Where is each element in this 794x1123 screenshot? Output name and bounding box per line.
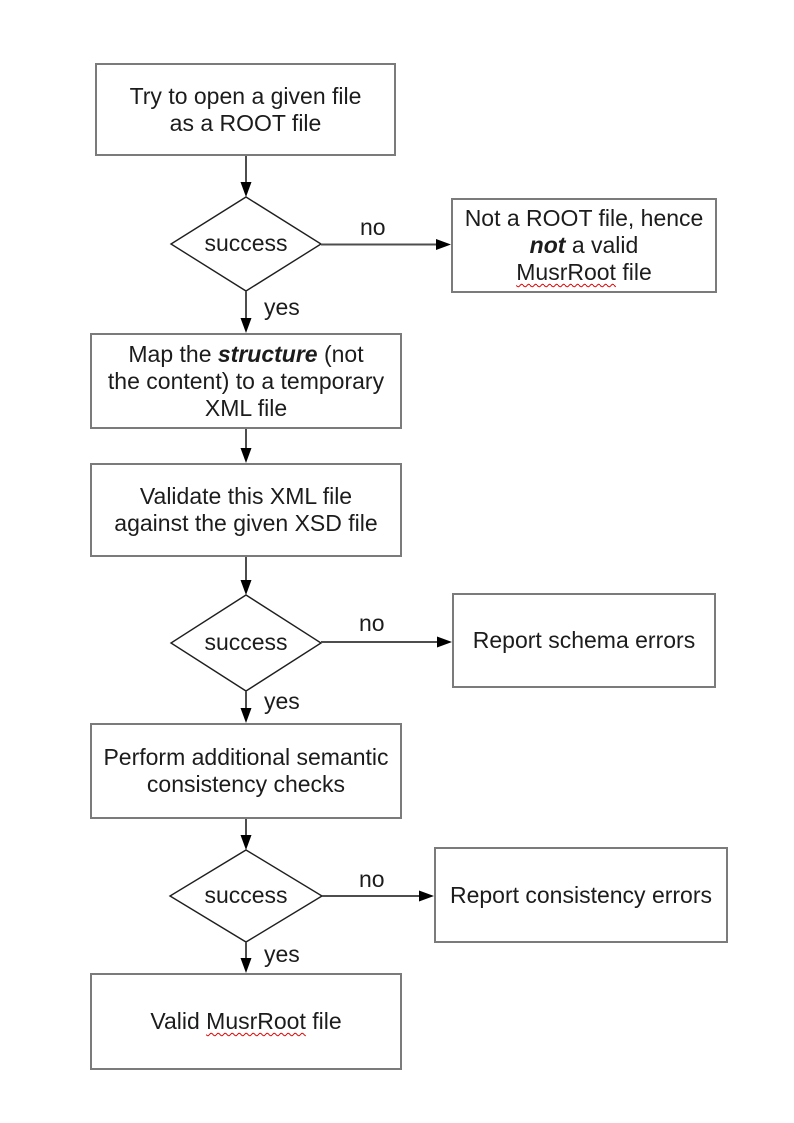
arrow-decision3-yes-head (240, 958, 252, 973)
node-not-root-line1: Not a ROOT file, hence (464, 205, 704, 231)
musrroot-word-2: MusrRoot (206, 1008, 306, 1034)
node-open-file: Try to open a given file as a ROOT file (95, 63, 396, 156)
structure-emphasis: structure (217, 340, 318, 367)
decision2-no-label: no (359, 610, 385, 636)
node-semantic-line2: consistency checks (146, 771, 346, 797)
decision2-label: success (204, 629, 288, 655)
arrow-validate-to-decision2-head (240, 580, 252, 595)
arrow-decision1-no-head (436, 239, 451, 250)
node-validate-line1: Validate this XML file (139, 483, 353, 509)
node-map-line2: the content) to a temporary (107, 367, 385, 394)
not-emphasis: not (529, 232, 566, 258)
node-report-consistency-label: Report consistency errors (449, 881, 713, 908)
node-map-structure: Map the structure (not the content) to a… (90, 333, 402, 429)
node-map-line1-pre: Map the (128, 340, 218, 367)
node-not-root-line3-rest: file (615, 259, 652, 285)
decision3-label: success (204, 882, 288, 908)
node-semantic-checks: Perform additional semantic consistency … (90, 723, 402, 819)
node-report-consistency-errors: Report consistency errors (434, 847, 728, 943)
arrow-decision3-no-head (419, 890, 434, 902)
node-validate-xml: Validate this XML file against the given… (90, 463, 402, 557)
arrow-decision1-yes-head (240, 318, 252, 333)
node-report-schema-errors: Report schema errors (452, 593, 716, 688)
node-valid-post: file (305, 1008, 342, 1034)
decision1-label: success (204, 230, 288, 256)
node-report-schema-label: Report schema errors (472, 627, 696, 653)
node-validate-line2: against the given XSD file (114, 510, 378, 536)
node-valid-pre: Valid (150, 1008, 207, 1034)
decision3-no-label: no (359, 866, 385, 892)
decision1-no-label: no (360, 214, 386, 240)
node-open-file-line1: Try to open a given file (129, 82, 362, 109)
arrow-open-to-decision1-head (240, 182, 252, 197)
node-map-line1-post: (not (317, 340, 364, 367)
arrow-decision2-yes-head (240, 708, 252, 723)
decision1-yes-label: yes (264, 294, 300, 320)
decision2-yes-label: yes (264, 688, 300, 714)
node-not-root-line2-rest: a valid (565, 232, 639, 258)
node-map-line1: Map the structure (not (128, 341, 363, 368)
arrow-map-to-validate-head (240, 448, 252, 463)
node-semantic-line1: Perform additional semantic (103, 744, 389, 770)
node-map-line3: XML file (204, 394, 288, 421)
node-valid-musrroot-file: Valid MusrRoot file (90, 973, 402, 1070)
node-open-file-line2: as a ROOT file (169, 109, 322, 136)
musrroot-word: MusrRoot (516, 259, 616, 285)
node-valid-label: Valid MusrRoot file (150, 1008, 341, 1035)
decision3-yes-label: yes (264, 941, 300, 967)
node-not-root-line3: MusrRoot file (516, 259, 652, 286)
node-not-root-file: Not a ROOT file, hence not a valid MusrR… (451, 198, 717, 293)
node-not-root-line2: not a valid (530, 232, 639, 259)
arrow-semantic-to-decision3-head (240, 835, 252, 850)
arrow-decision2-no-head (437, 636, 452, 648)
